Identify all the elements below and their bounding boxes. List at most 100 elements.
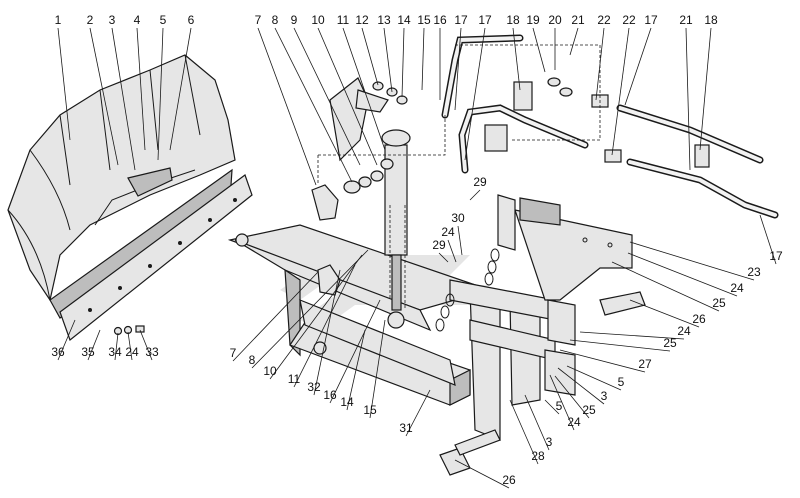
leader-line-c15 [421, 27, 425, 91]
callout-label-c11: 11 [337, 13, 350, 27]
leader-line-c17c [624, 27, 652, 106]
leader-line-c24a [447, 239, 457, 263]
leader-line-c13 [383, 27, 393, 93]
leader-line-c17b [464, 27, 486, 161]
callout-label-c35: 35 [81, 345, 95, 359]
hydraulic-cylinder [381, 129, 411, 329]
leader-line-c4 [136, 27, 146, 151]
callout-label-c7b: 7 [230, 346, 237, 360]
callout-label-c25c: 25 [582, 403, 596, 417]
callout-label-c17d: 17 [769, 249, 783, 263]
cylinder-bracket [329, 77, 389, 162]
callout-label-c4: 4 [134, 13, 141, 27]
callout-label-c8b: 8 [249, 353, 256, 367]
callout-label-c31: 31 [399, 421, 413, 435]
callout-label-c17b: 17 [478, 13, 492, 27]
callout-label-c24e: 24 [125, 345, 139, 359]
callout-label-c19: 19 [526, 13, 540, 27]
leader-line-c1 [57, 27, 71, 141]
callout-label-c25b: 25 [663, 336, 677, 350]
leader-line-c23 [629, 241, 755, 281]
callout-label-c14b: 14 [340, 395, 354, 409]
callout-label-c22b: 22 [622, 13, 636, 27]
hitch-pins [439, 291, 646, 476]
callout-label-c36: 36 [51, 345, 65, 359]
callout-label-c3b: 3 [601, 389, 608, 403]
leader-line-c6 [169, 27, 192, 151]
leader-line-c11 [342, 27, 386, 151]
callout-label-c22a: 22 [597, 13, 611, 27]
callout-label-c34: 34 [108, 345, 122, 359]
leader-line-c35 [87, 329, 101, 361]
callout-label-c8: 8 [272, 13, 279, 27]
mounting-plates [544, 299, 576, 396]
callout-label-c25a: 25 [712, 296, 726, 310]
leader-line-c25c [554, 375, 590, 419]
callout-label-c3c: 3 [546, 435, 553, 449]
leader-line-c3 [111, 27, 136, 171]
callout-label-c17c: 17 [644, 13, 658, 27]
callout-label-c5b: 5 [618, 375, 625, 389]
callout-label-c30: 30 [451, 211, 465, 225]
callout-label-c26a: 26 [692, 312, 706, 326]
leader-line-c24e [127, 331, 133, 361]
callout-label-c5: 5 [160, 13, 167, 27]
cutting-edge-holes [88, 198, 237, 312]
callout-label-c24a: 24 [441, 225, 455, 239]
leader-line-c34 [114, 332, 119, 361]
callout-label-c28: 28 [531, 449, 545, 463]
blade-fasteners [113, 325, 145, 336]
leader-line-c5c [544, 399, 560, 415]
leader-line-c10 [317, 27, 378, 166]
callout-label-c29a: 29 [473, 175, 487, 189]
elbow-fitting [311, 184, 341, 296]
leader-line-c5b [566, 365, 622, 391]
leader-line-c24c [579, 331, 685, 340]
assembly-dashed-lines [317, 44, 601, 310]
hydraulic-hoses [441, 34, 779, 219]
leader-line-c3c [524, 394, 550, 451]
callout-label-c24b: 24 [730, 281, 744, 295]
leader-line-c29b [438, 252, 449, 263]
leader-line-c8b [251, 249, 369, 369]
leader-line-c26a [629, 299, 700, 328]
callout-label-c10: 10 [311, 13, 325, 27]
callout-label-c16: 16 [433, 13, 447, 27]
leader-line-c5 [157, 27, 164, 161]
leader-line-c10b [269, 254, 363, 380]
leader-line-c14b [346, 329, 366, 411]
leader-line-c3b [557, 367, 605, 405]
leader-line-c7b [232, 271, 319, 362]
leader-line-c18b [699, 27, 712, 151]
leader-line-c24b [627, 252, 738, 297]
callout-label-c2: 2 [87, 13, 94, 27]
leader-line-c22b [611, 27, 630, 156]
callout-label-c13: 13 [377, 13, 391, 27]
callout-label-c12: 12 [355, 13, 369, 27]
callout-label-c17a: 17 [454, 13, 468, 27]
leader-line-c33 [139, 329, 153, 361]
leader-line-c31 [405, 389, 431, 437]
callout-label-c15b: 15 [363, 403, 377, 417]
callout-label-c33: 33 [145, 345, 159, 359]
callout-label-c15: 15 [417, 13, 431, 27]
leader-line-c15b [369, 319, 386, 419]
leader-line-c21b [685, 27, 691, 171]
leader-line-c19 [532, 27, 546, 73]
hitch-chain [435, 194, 516, 332]
callout-label-c7: 7 [255, 13, 262, 27]
leader-line-c17d [759, 214, 777, 265]
callout-label-c18b: 18 [704, 13, 718, 27]
leader-line-c8 [274, 27, 353, 183]
callout-label-c20: 20 [548, 13, 562, 27]
callout-label-c18a: 18 [506, 13, 520, 27]
leader-line-c29a [469, 189, 481, 201]
blade-moldboard [7, 54, 253, 341]
hose-fittings [484, 77, 710, 168]
main-frame [227, 224, 556, 441]
leader-line-c25b [569, 339, 671, 352]
callout-label-c21b: 21 [679, 13, 693, 27]
